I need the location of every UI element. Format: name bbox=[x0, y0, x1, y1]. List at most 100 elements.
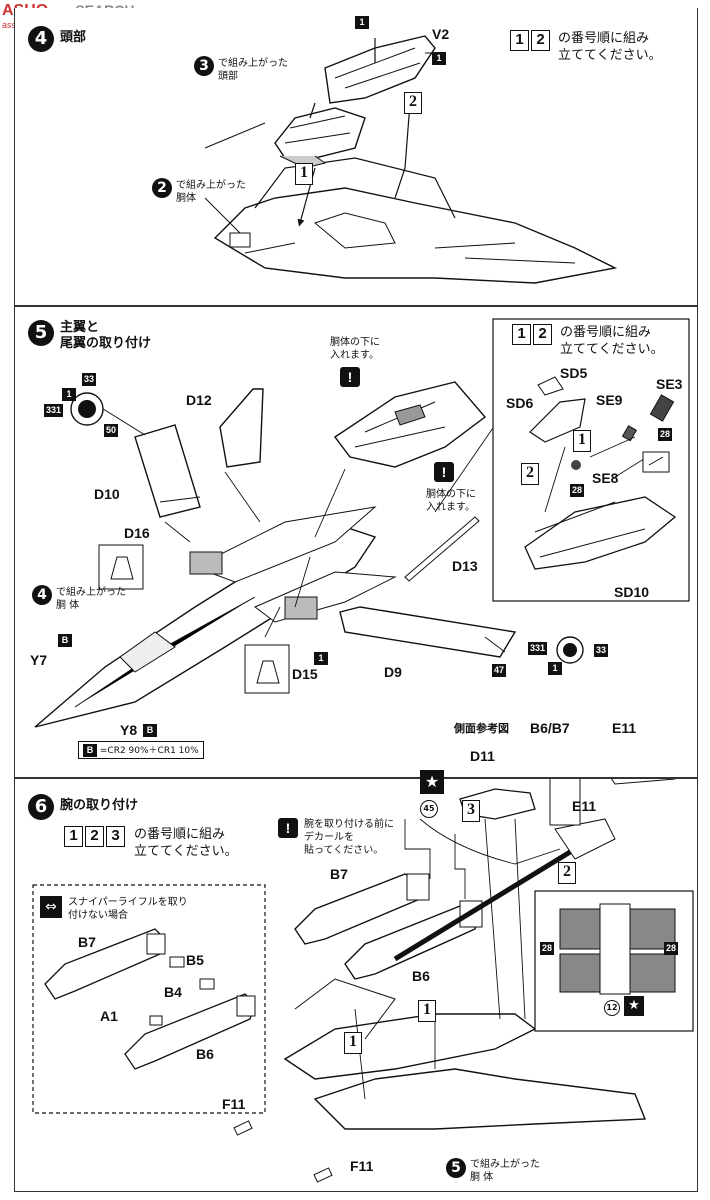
body-done-label: で組み上がった 胴 体 bbox=[56, 587, 126, 611]
body-step-ref: 2 bbox=[152, 178, 172, 198]
step4-panel bbox=[14, 8, 698, 306]
part-se8: SE8 bbox=[592, 470, 619, 486]
body-step-ref: 5 bbox=[446, 1158, 466, 1178]
decal-28: 28 bbox=[540, 942, 555, 955]
star-icon: ★ bbox=[624, 996, 644, 1016]
step4-drawing bbox=[204, 35, 618, 284]
part-d11: D11 bbox=[470, 748, 495, 764]
decal-12: 12 bbox=[604, 1000, 620, 1016]
part-y7: Y7 bbox=[30, 652, 48, 668]
decal-331: 331 bbox=[44, 404, 64, 417]
color-key-text: =CR2 90%＋CR1 10% bbox=[99, 746, 199, 756]
step5-number: 5 bbox=[28, 320, 54, 346]
under-body-note: 胴体の下に 入れます。 bbox=[426, 489, 476, 513]
color-tag: B bbox=[58, 634, 72, 647]
order-box: 1 bbox=[510, 30, 529, 51]
decal-45: 45 bbox=[420, 800, 438, 818]
part-v2: V2 bbox=[432, 26, 450, 42]
body-done-label: で組み上がった 胴 体 bbox=[470, 1159, 540, 1183]
order-box: 1 bbox=[64, 826, 83, 847]
star-icon: ★ bbox=[420, 770, 444, 794]
decal-tag: 1 bbox=[355, 16, 369, 29]
step4-title: 頭部 bbox=[60, 30, 87, 45]
order-text: の番号順に組み 立ててください。 bbox=[558, 31, 662, 63]
pin-icon: ! bbox=[340, 367, 360, 387]
inset-b6: B6 bbox=[196, 1046, 214, 1062]
part-b6b7: B6/B7 bbox=[530, 720, 570, 736]
part-d10: D10 bbox=[94, 486, 120, 502]
decal-tag: 1 bbox=[432, 52, 446, 65]
body-done-label: で組み上がった 胴体 bbox=[176, 180, 246, 204]
part-se9: SE9 bbox=[596, 392, 623, 408]
head-step-ref: 3 bbox=[194, 56, 214, 76]
part-sd5: SD5 bbox=[560, 365, 588, 381]
part-y8: Y8 bbox=[120, 722, 138, 738]
part-d9: D9 bbox=[384, 664, 402, 680]
part-d13: D13 bbox=[452, 558, 478, 574]
order-text: の番号順に組み 立ててください。 bbox=[560, 325, 664, 357]
decal-47: 47 bbox=[492, 664, 507, 677]
decal-50: 50 bbox=[104, 424, 119, 437]
inset-b5: B5 bbox=[186, 952, 204, 968]
decal-1: 1 bbox=[62, 388, 76, 401]
option-icon: ⇔ bbox=[40, 896, 62, 918]
step4-callout-2: 2 bbox=[404, 92, 422, 114]
callout-3: 3 bbox=[462, 800, 480, 822]
color-tag: B bbox=[143, 724, 157, 737]
decal-28: 28 bbox=[658, 428, 673, 441]
step4-callout-1: 1 bbox=[295, 163, 313, 185]
decal-33: 33 bbox=[594, 644, 609, 657]
sub-callout-1: 1 bbox=[573, 430, 591, 452]
part-sd10: SD10 bbox=[614, 584, 650, 600]
callout-1: 1 bbox=[418, 1000, 436, 1022]
part-e11-ref: E11 bbox=[612, 720, 637, 736]
decal-1: 1 bbox=[314, 652, 328, 665]
callout-1: 1 bbox=[344, 1032, 362, 1054]
decal-note: 腕を取り付ける前に デカールを 貼ってください。 bbox=[304, 819, 394, 856]
part-d12: D12 bbox=[186, 392, 212, 408]
part-f11: F11 bbox=[222, 1096, 246, 1112]
part-f11-lower: F11 bbox=[350, 1158, 374, 1174]
part-d16: D16 bbox=[124, 525, 150, 541]
side-ref-label: 側面参考図 bbox=[454, 722, 509, 735]
head-done-label: で組み上がった 頭部 bbox=[218, 58, 288, 82]
sniper-note: スナイパーライフルを取り 付けない場合 bbox=[68, 897, 188, 921]
order-box: 3 bbox=[106, 826, 125, 847]
color-key-code: B bbox=[83, 744, 97, 757]
order-text: の番号順に組み 立ててください。 bbox=[134, 827, 238, 859]
body-step-ref: 4 bbox=[32, 585, 52, 605]
pin-icon: ! bbox=[434, 462, 454, 482]
part-b7: B7 bbox=[330, 866, 348, 882]
step5-title: 主翼と 尾翼の取り付け bbox=[60, 320, 152, 351]
under-body-note: 胴体の下に 入れます。 bbox=[330, 337, 380, 361]
part-se3: SE3 bbox=[656, 376, 683, 392]
pin-icon: ! bbox=[278, 818, 298, 838]
step6-title: 腕の取り付け bbox=[60, 798, 139, 813]
decal-28: 28 bbox=[570, 484, 585, 497]
step6-drawing bbox=[32, 779, 694, 1183]
order-box: 1 bbox=[512, 324, 531, 345]
inset-b7: B7 bbox=[78, 934, 96, 950]
part-e11: E11 bbox=[572, 798, 597, 814]
step4-number: 4 bbox=[28, 26, 54, 52]
callout-2: 2 bbox=[558, 862, 576, 884]
decal-331: 331 bbox=[528, 642, 548, 655]
decal-1: 1 bbox=[548, 662, 562, 675]
order-box: 2 bbox=[85, 826, 104, 847]
decal-33: 33 bbox=[82, 373, 97, 386]
inset-b4: B4 bbox=[164, 984, 182, 1000]
step6-number: 6 bbox=[28, 794, 54, 820]
part-d15: D15 bbox=[292, 666, 318, 682]
order-box: 2 bbox=[533, 324, 552, 345]
color-key: B =CR2 90%＋CR1 10% bbox=[78, 741, 204, 759]
decal-28: 28 bbox=[664, 942, 679, 955]
step5-drawing bbox=[34, 318, 690, 728]
step6-panel bbox=[14, 778, 698, 1192]
inset-a1: A1 bbox=[100, 1008, 118, 1024]
sub-callout-2: 2 bbox=[521, 463, 539, 485]
order-box: 2 bbox=[531, 30, 550, 51]
part-sd6: SD6 bbox=[506, 395, 534, 411]
